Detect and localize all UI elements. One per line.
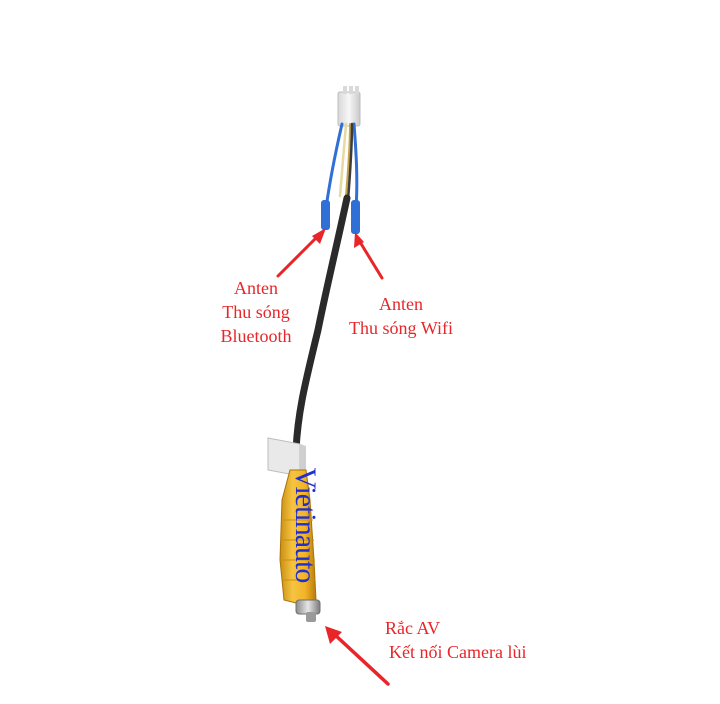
watermark: Vietinauto [270,455,340,595]
bluetooth-label-line2: Thu sóng [222,302,290,322]
wifi-label-line2: Thu sóng Wifi [349,318,453,338]
watermark-text: Vietinauto [289,467,322,583]
av-label-line2: Kết nối Camera lùi [389,642,527,662]
bluetooth-antenna-label: Anten Thu sóng Bluetooth [196,276,316,348]
black-cable [292,194,351,454]
bluetooth-antenna-tip [321,200,330,230]
wire-connector [337,86,361,127]
bluetooth-label-line3: Bluetooth [220,326,292,346]
av-label-line1: Rắc AV [385,618,441,638]
wifi-antenna-label: Anten Thu sóng Wifi [336,292,466,340]
thin-wires [324,122,359,210]
wifi-arrow [354,232,384,280]
wifi-label-line1: Anten [379,294,423,314]
bluetooth-arrow [276,228,326,278]
av-jack-label: Rắc AV Kết nối Camera lùi [385,616,526,664]
wifi-antenna-tip [351,200,360,234]
rca-plug [279,469,321,622]
av-arrow [325,626,390,686]
bluetooth-label-line1: Anten [234,278,278,298]
